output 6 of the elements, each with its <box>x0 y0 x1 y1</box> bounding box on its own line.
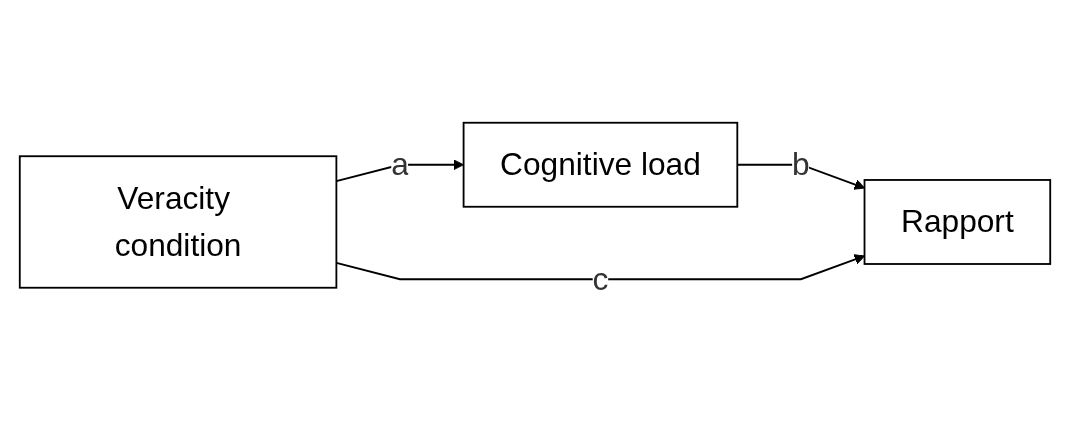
edge-label: b <box>792 146 810 183</box>
node-box: Cognitive load <box>462 121 739 208</box>
node-box: Rapport <box>863 179 1052 266</box>
node-box: Veracity condition <box>18 155 338 289</box>
edge-label: c <box>592 260 609 298</box>
edge-label: a <box>391 146 409 183</box>
